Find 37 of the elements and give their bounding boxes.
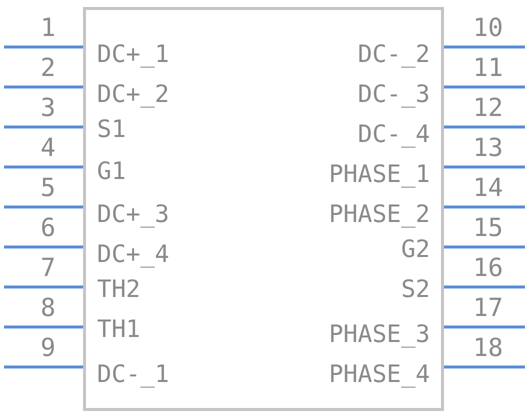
- pin-number: 8: [39, 293, 57, 323]
- pin-number: 7: [39, 253, 57, 283]
- pin-number: 15: [472, 213, 504, 243]
- pin-name: DC+_4: [97, 239, 170, 269]
- chip-body: [83, 7, 444, 411]
- pin-number: 17: [472, 293, 504, 323]
- pin-name: TH2: [97, 274, 140, 304]
- pin-number: 4: [39, 133, 57, 163]
- pin-name: TH1: [97, 314, 140, 344]
- pin-name: DC+_3: [97, 199, 170, 229]
- pin-number: 6: [39, 213, 57, 243]
- pin-number: 1: [39, 13, 57, 43]
- pin-name: DC-_4: [358, 119, 430, 149]
- pin-number: 13: [472, 133, 504, 163]
- pin-number: 10: [472, 13, 504, 43]
- pin-number: 5: [39, 173, 57, 203]
- pin-name: DC-_2: [358, 39, 430, 69]
- pin-name: S2: [401, 274, 430, 304]
- pin-number: 14: [472, 173, 504, 203]
- pin-name: DC-_3: [358, 79, 430, 109]
- pin-name: DC+_1: [97, 39, 170, 69]
- pin-name: G2: [401, 234, 430, 264]
- pin-name: PHASE_2: [328, 199, 430, 229]
- pin-number: 3: [39, 93, 57, 123]
- pin-number: 16: [472, 253, 504, 283]
- pin-name: PHASE_1: [328, 159, 430, 189]
- pin-number: 18: [472, 333, 504, 363]
- pin-name: DC+_2: [97, 79, 170, 109]
- pin-name: DC-_1: [97, 359, 170, 389]
- pin-name: PHASE_4: [328, 359, 430, 389]
- pin-name: S1: [97, 114, 126, 144]
- pin-number: 11: [472, 53, 504, 83]
- pin-number: 12: [472, 93, 504, 123]
- pin-number: 2: [39, 53, 57, 83]
- pin-number: 9: [39, 333, 57, 363]
- pin-name: PHASE_3: [328, 319, 430, 349]
- pin-name: G1: [97, 156, 126, 186]
